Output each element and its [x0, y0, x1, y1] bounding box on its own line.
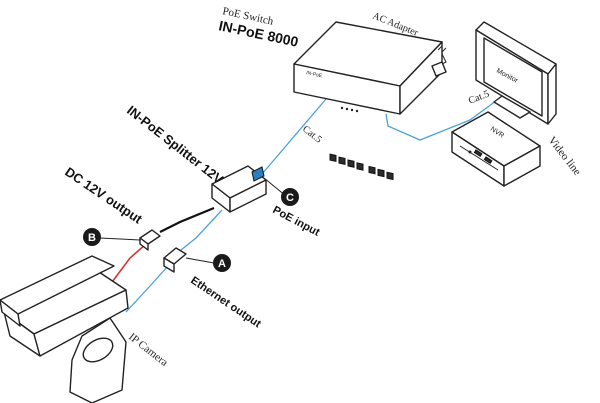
- svg-text:IN-PoE: IN-PoE: [306, 70, 324, 79]
- label-dc-output: DC 12V output: [62, 164, 145, 227]
- label-cat5-nvr: Cat.5: [467, 89, 491, 107]
- label-ip-camera: IP Camera: [126, 331, 170, 369]
- marker-b-text: B: [88, 232, 96, 244]
- poe-splitter-device: [211, 165, 267, 213]
- cat5-cable-switch-to-splitter: [261, 91, 333, 175]
- ac-adapter-plug: [431, 45, 447, 77]
- dc-cable-black-segment: [159, 206, 215, 233]
- label-splitter: IN-PoE Splitter 12V: [124, 103, 226, 188]
- marker-a-text: A: [218, 258, 226, 270]
- label-poe-input: PoE input: [271, 204, 322, 239]
- dc-12v-connector: [139, 229, 161, 251]
- poe-switch-device: IN-PoE: [293, 21, 443, 181]
- switch-status-leds: [340, 106, 359, 113]
- marker-c: [281, 188, 299, 206]
- monitor-device: Monitor: [475, 21, 557, 125]
- nvr-device: [451, 111, 541, 187]
- label-video-line: Video line: [546, 134, 584, 177]
- ip-camera-device: [0, 255, 129, 403]
- marker-c-text: C: [286, 192, 294, 204]
- label-cat5-switch: Cat.5: [300, 124, 324, 146]
- label-ethernet-output: Ethernet output: [188, 275, 263, 331]
- splitter-poe-input-port: [251, 166, 265, 182]
- dc-12v-cable-to-camera: [105, 243, 147, 291]
- marker-b: [83, 228, 101, 246]
- marker-a: [213, 254, 231, 272]
- switch-ports: [329, 153, 394, 181]
- cat5-cable-switch-to-nvr: [385, 97, 501, 141]
- ethernet-connector: [163, 247, 187, 273]
